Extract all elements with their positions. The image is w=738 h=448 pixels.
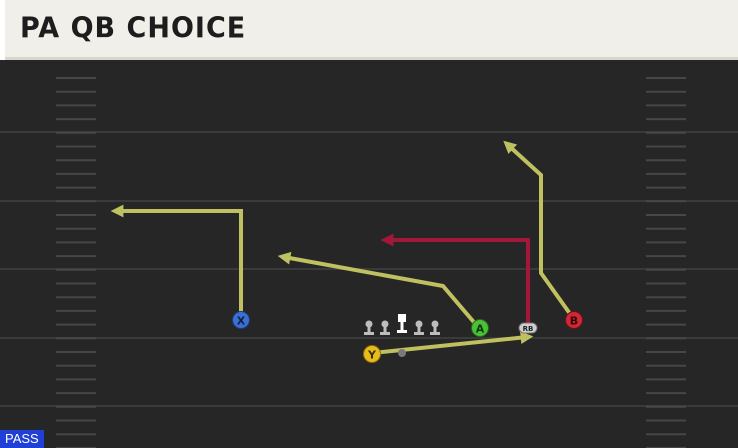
routes — [110, 140, 575, 355]
receiver-x[interactable]: X — [232, 311, 250, 329]
offensive-line — [364, 314, 440, 335]
yard-lines — [0, 131, 738, 407]
b-route — [503, 140, 575, 320]
lineman — [414, 320, 424, 335]
lineman — [380, 320, 390, 335]
hash-marks-left — [56, 77, 96, 448]
play-type-badge: PASS — [0, 430, 44, 448]
lineman — [430, 320, 440, 335]
hash-marks-right — [646, 77, 686, 448]
receiver-a-label: A — [476, 323, 485, 336]
y-route — [372, 331, 534, 355]
receiver-x-label: X — [237, 315, 246, 328]
title-accent — [0, 0, 5, 60]
rb-route — [380, 233, 530, 327]
center — [397, 314, 407, 333]
receiver-y-label: Y — [367, 349, 377, 362]
quarterback — [398, 349, 406, 357]
play-field: X Y A B RB — [0, 77, 738, 448]
x-route — [110, 204, 243, 318]
receiver-a[interactable]: A — [471, 319, 489, 337]
a-route — [277, 251, 480, 329]
play-title-bar: PA QB CHOICE — [0, 0, 738, 60]
running-back-label: RB — [523, 325, 534, 333]
receiver-b-label: B — [570, 315, 578, 328]
running-back[interactable]: RB — [518, 322, 538, 334]
receiver-b[interactable]: B — [565, 311, 583, 329]
play-title: PA QB CHOICE — [20, 12, 247, 45]
receiver-y[interactable]: Y — [363, 345, 381, 363]
lineman — [364, 320, 374, 335]
